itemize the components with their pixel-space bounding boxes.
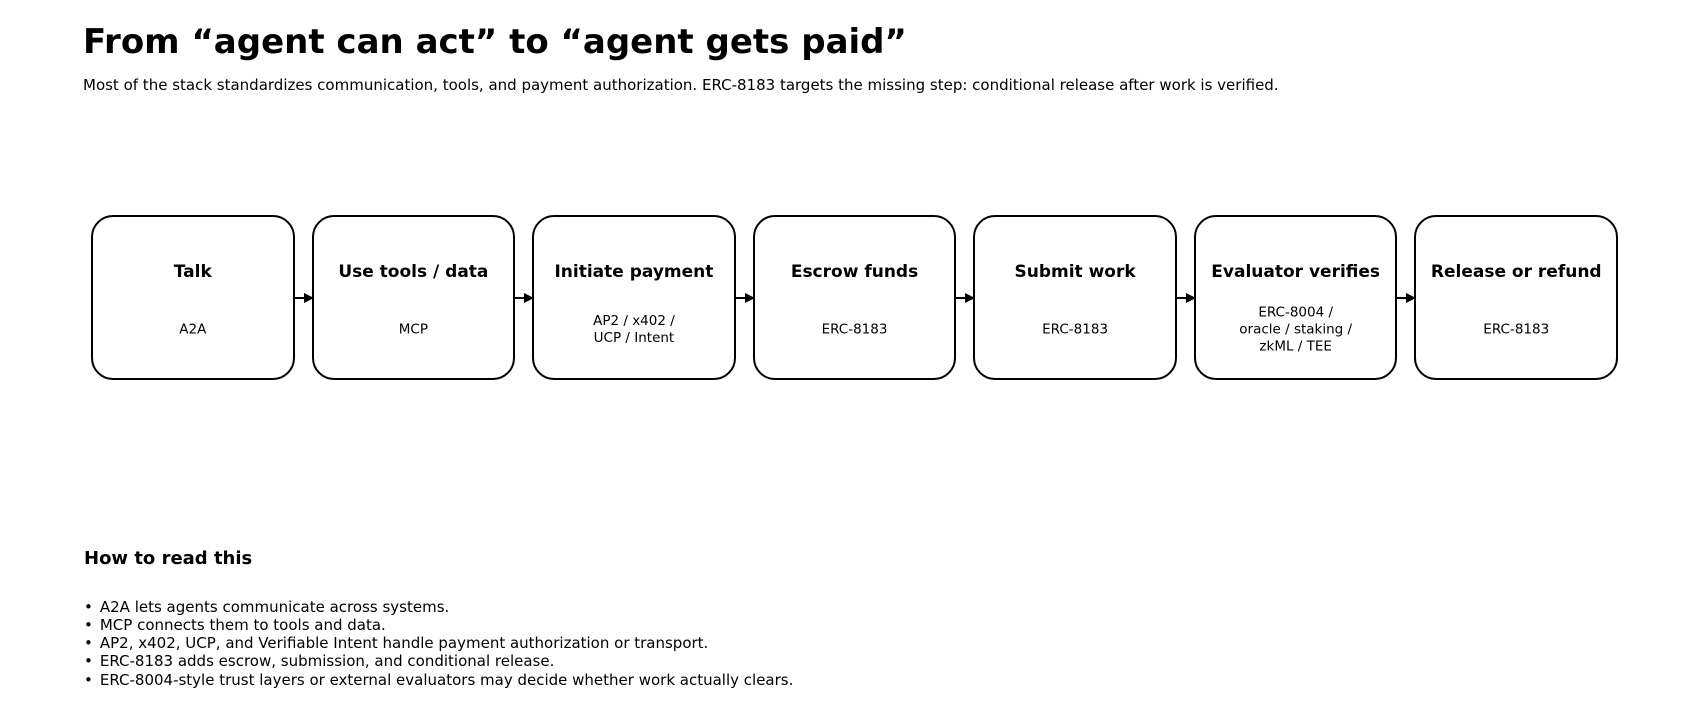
flow-arrow [1174, 215, 1196, 380]
flow-arrow [954, 215, 976, 380]
legend-bullet-item: • A2A lets agents communicate across sys… [84, 598, 1084, 616]
right-arrow-icon [733, 292, 755, 303]
legend-bullet-item: • MCP connects them to tools and data. [84, 616, 1084, 634]
right-arrow-icon [954, 292, 976, 303]
bullet-dot: • [84, 652, 93, 671]
flow-arrow [1395, 215, 1417, 380]
legend-section: How to read this • A2A lets agents commu… [84, 548, 1084, 689]
flow-step-label: Escrow funds [790, 262, 919, 282]
flow-step-box: Release or refund ERC-8183 [1414, 215, 1619, 380]
flow-step-detail: ERC-8183 [821, 321, 888, 338]
page-header: From “agent can act” to “agent gets paid… [83, 22, 1643, 94]
bullet-text: ERC-8183 adds escrow, submission, and co… [99, 652, 555, 671]
bullet-dot: • [84, 634, 93, 653]
flow-step-label: Talk [173, 262, 212, 282]
legend-bullet-list: • A2A lets agents communicate across sys… [84, 598, 1084, 689]
flow-step-box: Submit work ERC-8183 [973, 215, 1177, 380]
flow-arrow [513, 215, 535, 380]
right-arrow-icon [1174, 292, 1196, 303]
flow-step-detail: ERC-8183 [1042, 321, 1109, 338]
bullet-dot: • [84, 615, 93, 634]
flow-step-label: Release or refund [1430, 262, 1602, 282]
flow-step-label: Submit work [1014, 262, 1136, 282]
flow-row: Talk A2A Use tools / data MCP Initiate p… [91, 215, 1619, 380]
flow-step-box: Evaluator verifies ERC-8004 / oracle / s… [1193, 215, 1398, 380]
flow-step-detail: A2A [179, 321, 207, 338]
bullet-text: A2A lets agents communicate across syste… [99, 597, 450, 616]
bullet-dot: • [84, 597, 93, 616]
right-arrow-icon [1395, 292, 1417, 303]
flow-step-box: Initiate payment AP2 / x402 / UCP / Inte… [532, 215, 736, 380]
page-subtitle: Most of the stack standardizes communica… [83, 75, 1279, 94]
flow-arrow [733, 215, 755, 380]
page-title: From “agent can act” to “agent gets paid… [83, 22, 907, 62]
legend-bullet-item: • ERC-8004-style trust layers or externa… [84, 671, 1084, 689]
bullet-text: ERC-8004-style trust layers or external … [99, 670, 794, 689]
flow-step-detail: ERC-8183 [1483, 321, 1550, 338]
flow-step-detail: AP2 / x402 / UCP / Intent [593, 313, 675, 346]
bullet-dot: • [84, 670, 93, 689]
flow-step-box: Talk A2A [91, 215, 295, 380]
flow-step-box: Use tools / data MCP [311, 215, 516, 380]
right-arrow-icon [513, 292, 535, 303]
bullet-text: MCP connects them to tools and data. [99, 615, 386, 634]
flow-arrow [292, 215, 314, 380]
flow-step-label: Initiate payment [554, 262, 714, 282]
legend-heading: How to read this [84, 548, 253, 569]
bullet-text: AP2, x402, UCP, and Verifiable Intent ha… [99, 634, 709, 653]
flow-step-label: Use tools / data [338, 262, 489, 282]
legend-bullet-item: • ERC-8183 adds escrow, submission, and … [84, 652, 1084, 670]
right-arrow-icon [292, 292, 314, 303]
legend-bullet-item: • AP2, x402, UCP, and Verifiable Intent … [84, 634, 1084, 652]
flow-step-detail: ERC-8004 / oracle / staking / zkML / TEE [1239, 304, 1353, 355]
flow-step-box: Escrow funds ERC-8183 [752, 215, 957, 380]
flow-step-detail: MCP [398, 321, 428, 338]
flow-step-label: Evaluator verifies [1211, 262, 1381, 282]
